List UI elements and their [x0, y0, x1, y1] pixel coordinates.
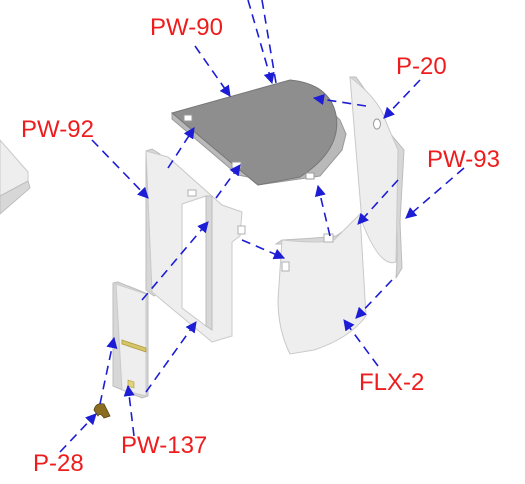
panel-pw92: [145, 148, 246, 343]
part-p28: [93, 403, 111, 419]
panel-pw137: [112, 281, 149, 399]
panel-flx2: [274, 212, 367, 355]
label-pw137: PW-137: [121, 432, 207, 459]
label-pw90: PW-90: [150, 14, 223, 41]
partial-panel-left-edge: [0, 139, 31, 215]
assembly-arrows: [59, 0, 465, 453]
label-pw93: PW-93: [427, 146, 500, 173]
panel-pw90: [170, 79, 347, 186]
label-flx2: FLX-2: [359, 369, 424, 396]
label-pw92: PW-92: [21, 116, 94, 143]
label-p28: P-28: [33, 450, 84, 477]
label-p20: P-20: [396, 53, 447, 80]
